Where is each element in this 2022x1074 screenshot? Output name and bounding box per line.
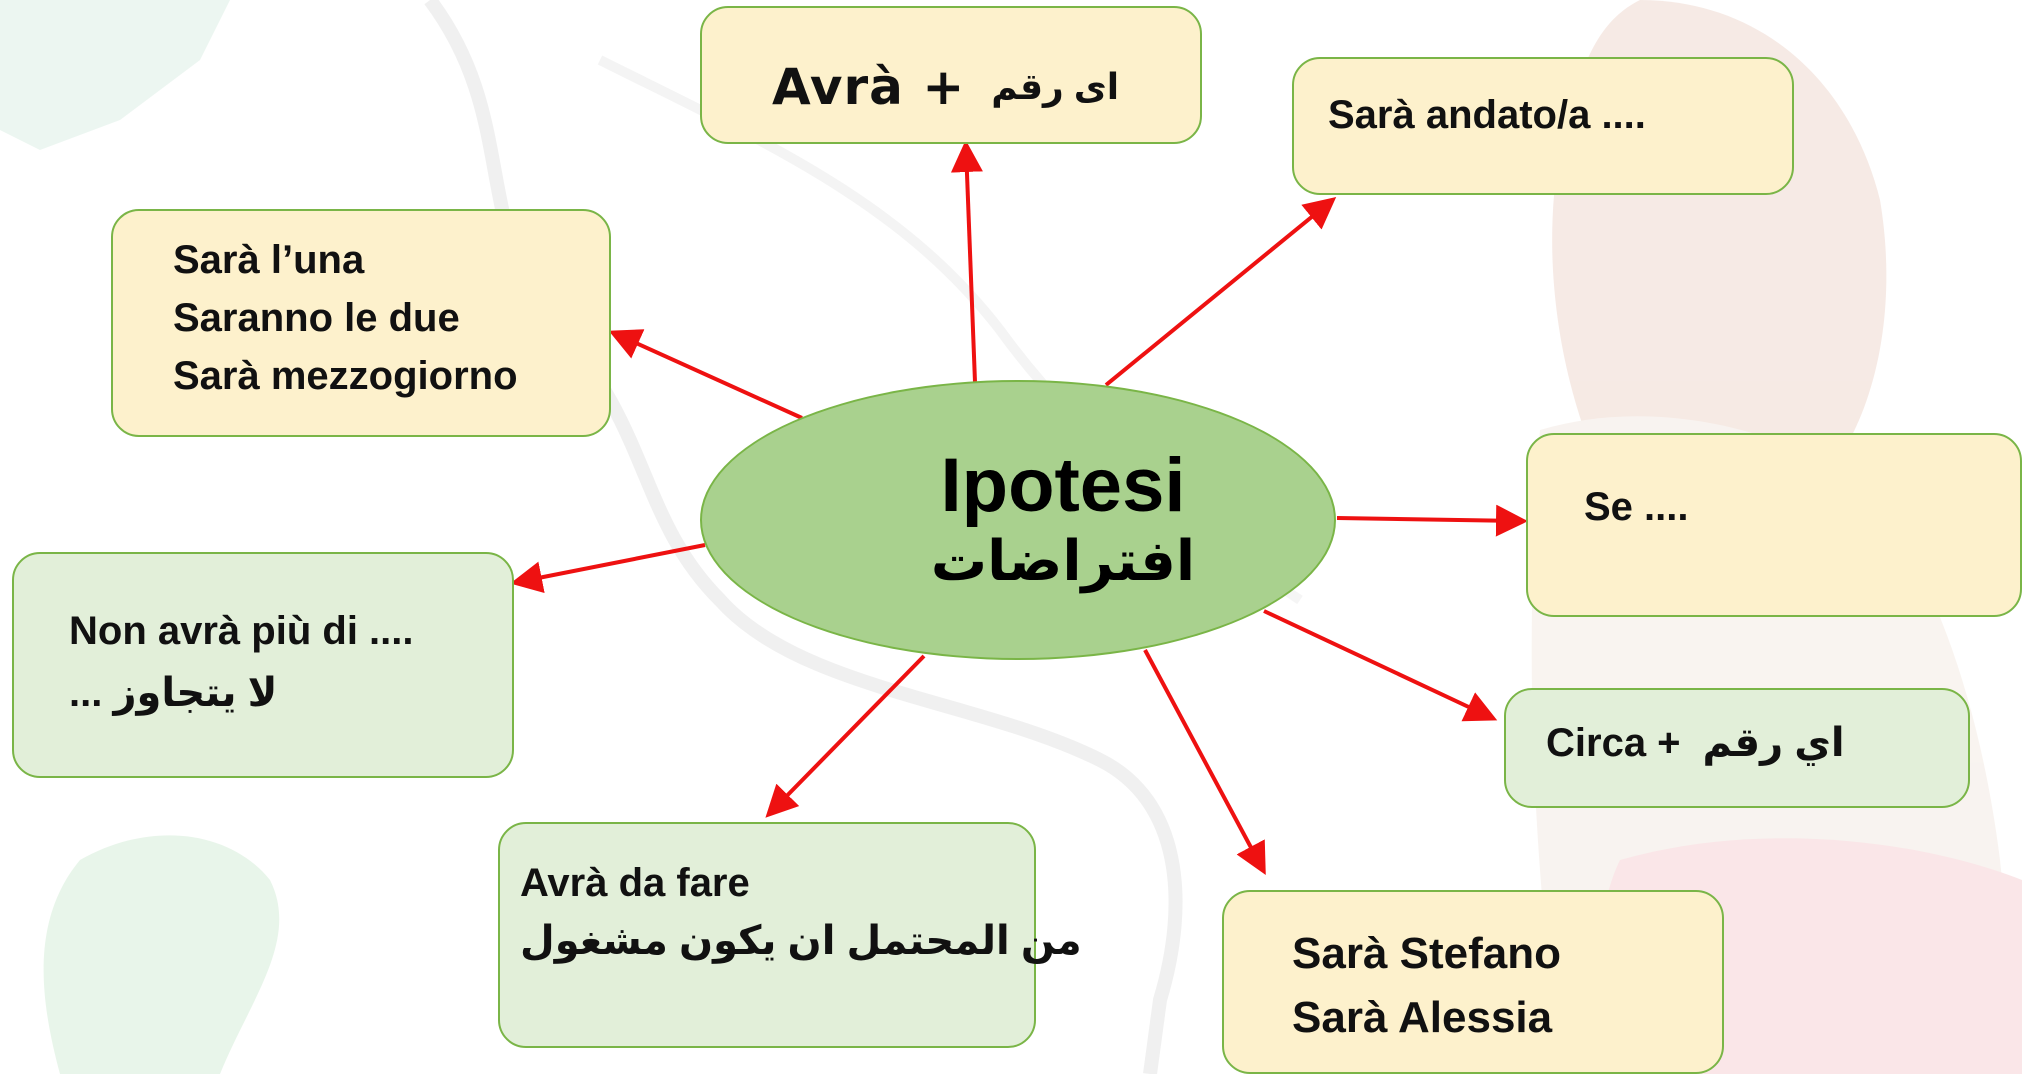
central-node-ipotesi: Ipotesi افتراضات <box>700 380 1336 660</box>
box-right-se: Se .... <box>1526 433 2022 617</box>
box-bottom-left-avra-da-fare: Avrà da fare من المحتمل ان يكون مشغول <box>498 822 1082 1048</box>
box-top-left-line-3: Sarà mezzogiorno <box>173 354 518 398</box>
box-top-right-sara-andato: Sarà andato/a .... <box>1292 57 1794 195</box>
central-title: Ipotesi <box>940 443 1186 529</box>
central-subtitle-arabic: افتراضات <box>930 529 1196 593</box>
box-bottom-right-line-1: Sarà Stefano <box>1292 929 1561 978</box>
box-bottom-left-line-2-arabic: من المحتمل ان يكون مشغول <box>520 919 1082 963</box>
box-left-line-2-arabic: لا يتجاوز ... <box>69 671 278 715</box>
map-shape-top-left <box>0 0 230 150</box>
box-top-left-ore: Sarà l’una Saranno le due Sarà mezzogior… <box>111 209 611 437</box>
box-top-right-text: Sarà andato/a .... <box>1328 93 1646 137</box>
box-bottom-right-nomi: Sarà Stefano Sarà Alessia <box>1222 890 1724 1074</box>
box-right-lower-latin: Circa + <box>1546 720 1681 765</box>
map-shape-bottom-left <box>43 835 280 1074</box>
box-top-left-line-1: Sarà l’una <box>173 238 365 282</box>
box-right-lower-arabic: اي رقم <box>1702 721 1845 765</box>
box-top-avra: Avrà + ای رقم <box>700 6 1202 144</box>
box-right-text: Se .... <box>1584 485 1689 529</box>
box-left-non-avra: Non avrà più di .... لا يتجاوز ... <box>12 552 514 778</box>
box-top-latin: Avrà + <box>772 58 966 116</box>
box-bottom-right-line-2: Sarà Alessia <box>1292 993 1553 1042</box>
box-bottom-left-line-1: Avrà da fare <box>520 861 750 905</box>
box-right-lower-circa: Circa + اي رقم <box>1504 688 1970 808</box>
box-top-arabic: ای رقم <box>991 66 1120 107</box>
box-top-left-line-2: Saranno le due <box>173 296 460 340</box>
box-left-line-1: Non avrà più di .... <box>69 609 414 653</box>
